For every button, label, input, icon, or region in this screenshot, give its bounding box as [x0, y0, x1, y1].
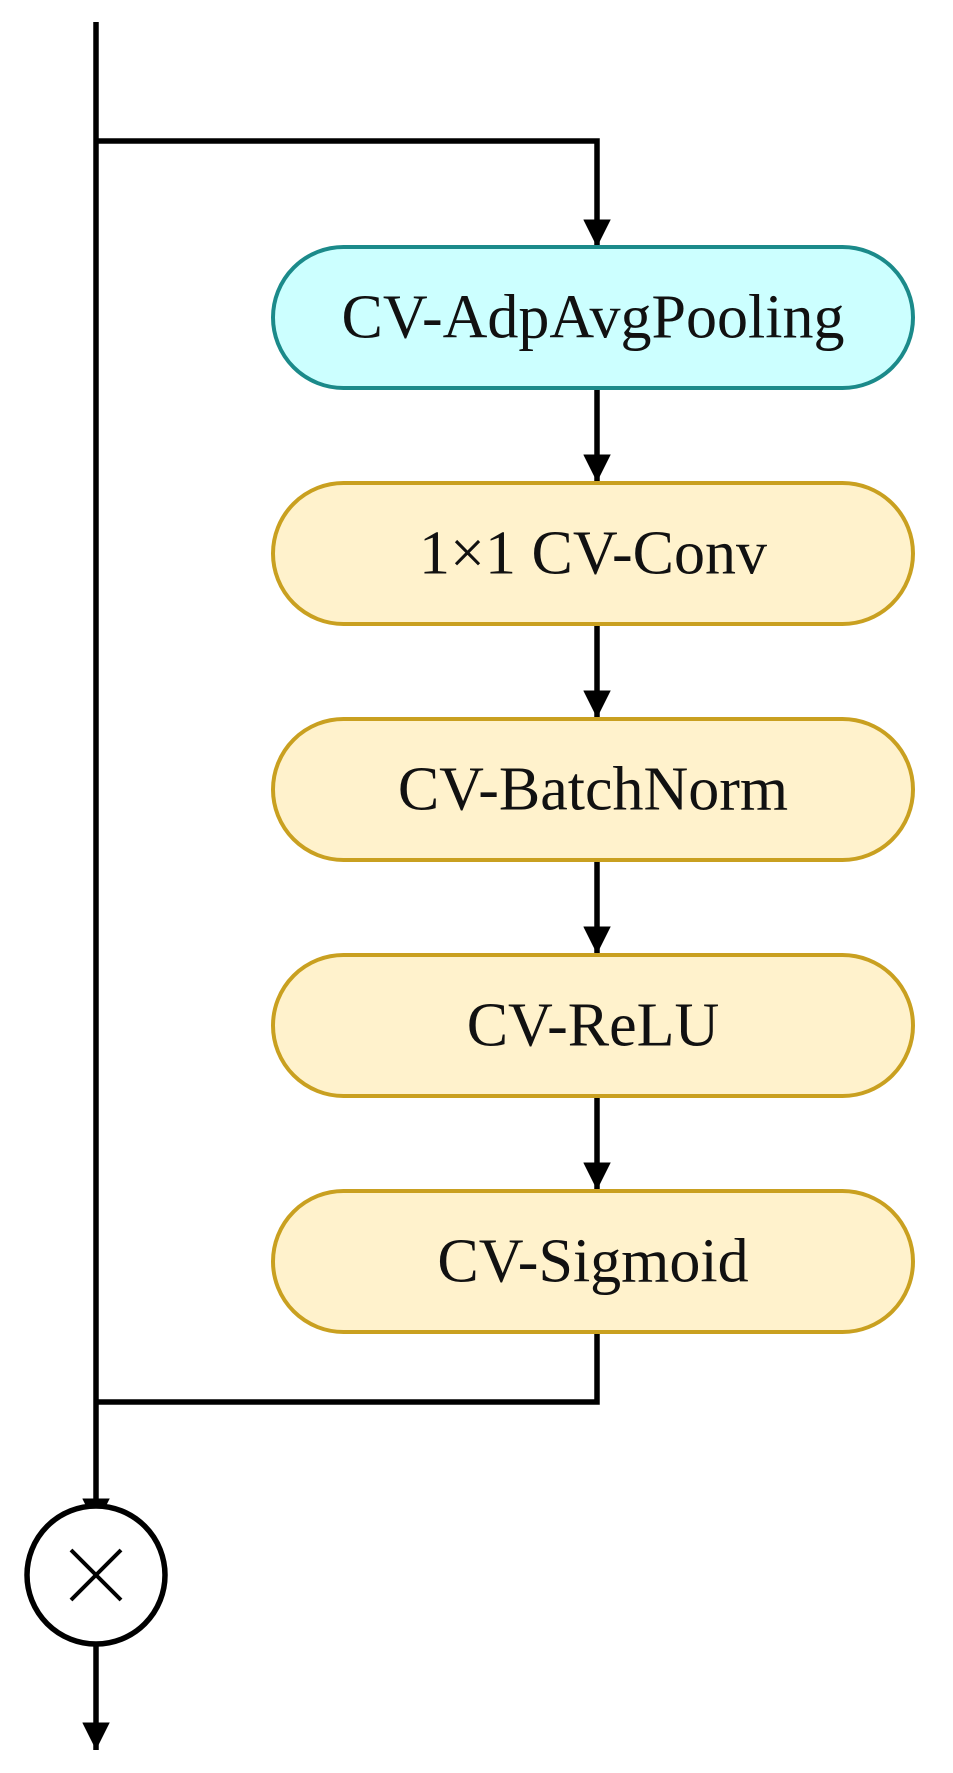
node-cv-adpavgpooling: CV-AdpAvgPooling: [271, 245, 915, 390]
node-label: 1×1 CV-Conv: [419, 520, 767, 588]
node-box: [271, 1189, 915, 1334]
multiply-icon: [69, 1548, 123, 1602]
node-cv-relu: CV-ReLU: [271, 953, 915, 1098]
node-box: [271, 245, 915, 390]
node-cv-batchnorm: CV-BatchNorm: [271, 717, 915, 862]
branch-out-connector: [96, 138, 611, 247]
node-label: CV-ReLU: [467, 992, 720, 1060]
node-label: CV-BatchNorm: [398, 756, 788, 824]
node-cv-sigmoid: CV-Sigmoid: [271, 1189, 915, 1334]
node-box: [271, 953, 915, 1098]
multiply-operator: [24, 1503, 168, 1647]
node-box: [271, 481, 915, 626]
node-label: CV-Sigmoid: [437, 1228, 748, 1296]
node-box: [271, 717, 915, 862]
branch-return-connector: [96, 1332, 600, 1405]
node-label: CV-AdpAvgPooling: [342, 284, 845, 352]
node-1x1-cv-conv: 1×1 CV-Conv: [271, 481, 915, 626]
